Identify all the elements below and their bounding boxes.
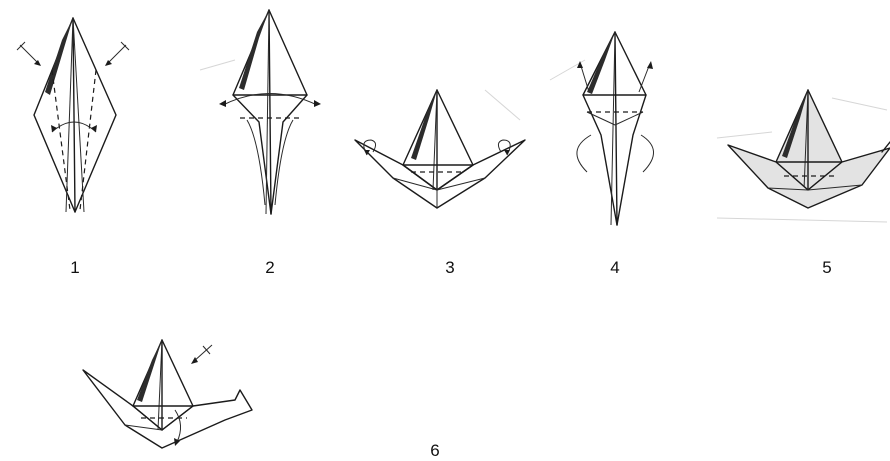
- step-4: 4: [545, 0, 685, 230]
- step-5-number: 5: [812, 258, 842, 278]
- step-3-number: 3: [435, 258, 465, 278]
- step-2: 2: [195, 0, 345, 230]
- step-2-number: 2: [255, 258, 285, 278]
- narrowed-kite-icon: [195, 0, 345, 230]
- step-6: [75, 330, 275, 458]
- finished-crane-icon: [75, 330, 275, 458]
- wings-spread-icon: [345, 60, 535, 230]
- step-3: 3: [345, 60, 535, 230]
- shaded-crane-icon: [712, 80, 890, 230]
- kite-with-folds-icon: [0, 0, 150, 230]
- step-1: 1: [0, 0, 150, 230]
- neck-tail-up-icon: [545, 0, 685, 230]
- step-1-number: 1: [60, 258, 90, 278]
- step-5: 5: [712, 80, 890, 230]
- step-6-number: 6: [420, 441, 450, 461]
- step-4-number: 4: [600, 258, 630, 278]
